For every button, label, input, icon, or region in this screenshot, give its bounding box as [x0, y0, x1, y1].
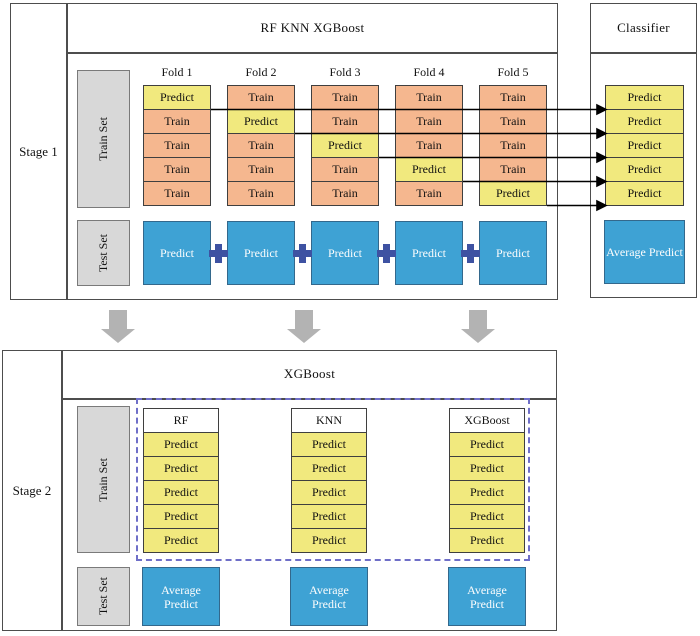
stage2-xgboost-cell: Predict	[449, 528, 525, 553]
fold2-label: Fold 2	[245, 65, 277, 79]
classifier-cell: Predict	[605, 133, 684, 158]
fold2-cell: Train	[227, 133, 295, 158]
stage1-test-predict-box: Predict	[395, 221, 463, 285]
stage2-xgboost-column: XGBoost Predict Predict Predict Predict …	[449, 408, 525, 553]
stage2-average-predict-box: Average Predict	[448, 567, 526, 626]
fold5-label: Fold 5	[497, 65, 529, 79]
stage2-rf-cell: Predict	[143, 504, 219, 529]
plus-icon	[209, 244, 228, 263]
stage2-dashed-region	[136, 398, 530, 561]
stage2-xgboost-cell: Predict	[449, 504, 525, 529]
fold4-cell: Predict	[395, 157, 463, 182]
stage1-train-set-box: Train Set	[77, 70, 130, 208]
stage2-test-set-box: Test Set	[77, 567, 130, 626]
stage1-test-set-label: Test Set	[96, 233, 110, 273]
plus-icon	[461, 244, 480, 263]
stage1-test-predict-box: Predict	[143, 221, 211, 285]
classifier-cell: Predict	[605, 157, 684, 182]
fold1-label: Fold 1	[161, 65, 193, 79]
stage2-average-predict-box: Average Predict	[290, 567, 368, 626]
stage1-test-predict-box: Predict	[479, 221, 547, 285]
stage1-test-predict-box: Predict	[311, 221, 379, 285]
fold2-column: Train Predict Train Train Train	[227, 85, 295, 206]
fold3-cell: Predict	[311, 133, 379, 158]
stage2-train-set-label: Train Set	[96, 457, 110, 502]
fold2-cell: Train	[227, 85, 295, 110]
stage2-rf-column: RF Predict Predict Predict Predict Predi…	[143, 408, 219, 553]
down-arrow-icon	[287, 310, 321, 343]
classifier-cell: Predict	[605, 85, 684, 110]
fold5-cell: Train	[479, 157, 547, 182]
fold5-cell: Train	[479, 133, 547, 158]
classifier-average-predict-box: Average Predict	[604, 220, 685, 284]
fold1-cell: Train	[143, 181, 211, 206]
fold3-cell: Train	[311, 181, 379, 206]
classifier-header: Classifier	[617, 19, 670, 35]
stage1-label: Stage 1	[19, 143, 58, 159]
stage2-label: Stage 2	[12, 482, 52, 498]
stage1-train-set-label: Train Set	[96, 117, 110, 161]
stage2-xgboost-cell: Predict	[449, 456, 525, 481]
classifier-cell: Predict	[605, 109, 684, 134]
stage2-average-predict-box: Average Predict	[142, 567, 220, 626]
fold4-cell: Train	[395, 85, 463, 110]
fold1-cell: Train	[143, 133, 211, 158]
plus-icon	[377, 244, 396, 263]
fold4-label: Fold 4	[413, 65, 445, 79]
fold1-cell: Train	[143, 109, 211, 134]
classifier-cell: Predict	[605, 181, 684, 206]
fold1-cell: Predict	[143, 85, 211, 110]
fold3-label: Fold 3	[329, 65, 361, 79]
fold2-cell: Train	[227, 181, 295, 206]
stage2-rf-cell: Predict	[143, 456, 219, 481]
plus-icon	[293, 244, 312, 263]
stage2-train-set-box: Train Set	[77, 406, 130, 553]
fold5-column: Train Train Train Train Predict	[479, 85, 547, 206]
down-arrow-icon	[461, 310, 495, 343]
stage2-knn-column: KNN Predict Predict Predict Predict Pred…	[291, 408, 367, 553]
fold1-column: Predict Train Train Train Train	[143, 85, 211, 206]
stage2-xgboost-cell: Predict	[449, 432, 525, 457]
fold3-cell: Train	[311, 85, 379, 110]
stage2-knn-header: KNN	[291, 408, 367, 433]
stage2-knn-cell: Predict	[291, 480, 367, 505]
fold4-cell: Train	[395, 181, 463, 206]
fold4-cell: Train	[395, 109, 463, 134]
fold5-cell: Train	[479, 109, 547, 134]
stage1-header-divider	[67, 52, 558, 54]
stage2-rf-cell: Predict	[143, 528, 219, 553]
stage2-rf-header: RF	[143, 408, 219, 433]
stage2-knn-cell: Predict	[291, 456, 367, 481]
stage2-test-set-label: Test Set	[96, 577, 110, 616]
stage1-label-box	[10, 3, 67, 300]
fold5-cell: Predict	[479, 181, 547, 206]
stage2-knn-cell: Predict	[291, 528, 367, 553]
stage1-header: RF KNN XGBoost	[260, 19, 365, 35]
stage2-xgboost-cell: Predict	[449, 480, 525, 505]
fold3-cell: Train	[311, 157, 379, 182]
fold4-cell: Train	[395, 133, 463, 158]
classifier-header-divider	[590, 52, 697, 54]
fold5-cell: Train	[479, 85, 547, 110]
fold2-cell: Predict	[227, 109, 295, 134]
stage1-test-predict-box: Predict	[227, 221, 295, 285]
stage1-test-set-box: Test Set	[77, 220, 130, 286]
stage2-xgboost-header: XGBoost	[449, 408, 525, 433]
fold4-column: Train Train Train Predict Train	[395, 85, 463, 206]
stage2-knn-cell: Predict	[291, 432, 367, 457]
down-arrow-icon	[101, 310, 135, 343]
fold3-column: Train Train Predict Train Train	[311, 85, 379, 206]
stage2-label-box	[2, 350, 62, 631]
fold1-cell: Train	[143, 157, 211, 182]
classifier-column: Predict Predict Predict Predict Predict	[605, 85, 684, 206]
stage2-rf-cell: Predict	[143, 432, 219, 457]
stage2-header: XGBoost	[283, 366, 336, 381]
fold2-cell: Train	[227, 157, 295, 182]
stage2-knn-cell: Predict	[291, 504, 367, 529]
stage2-rf-cell: Predict	[143, 480, 219, 505]
fold3-cell: Train	[311, 109, 379, 134]
